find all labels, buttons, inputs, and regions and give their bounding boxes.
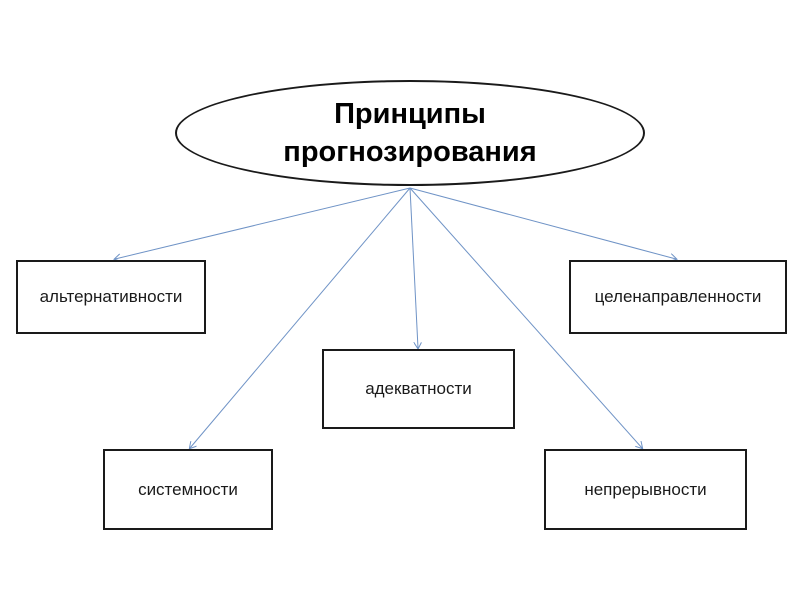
- node-label: целенаправленности: [594, 287, 762, 306]
- node-label: альтернативности: [39, 287, 183, 306]
- root-ellipse: Принципы прогнозирования: [175, 80, 645, 186]
- connector-to-nepreryvnosti: [409, 187, 642, 448]
- root-title-line2: прогнозирования: [283, 136, 537, 168]
- node-alternativnosti: альтернативности: [16, 260, 206, 334]
- connector-to-adekvatnosti: [409, 187, 418, 348]
- connector-to-celenapravlennosti: [409, 187, 676, 259]
- node-sistemnosti: системности: [103, 449, 273, 530]
- connector-to-sistemnosti: [190, 187, 411, 448]
- node-label: системности: [138, 479, 238, 499]
- node-label: адекватности: [365, 379, 472, 398]
- connector-to-alternativnosti: [115, 187, 411, 259]
- node-adekvatnosti: адекватности: [322, 349, 515, 429]
- node-label: непрерывности: [584, 479, 707, 499]
- root-title-line1: Принципы: [334, 98, 486, 130]
- node-celenapravlennosti: целенаправленности: [569, 260, 787, 334]
- node-nepreryvnosti: непрерывности: [544, 449, 747, 530]
